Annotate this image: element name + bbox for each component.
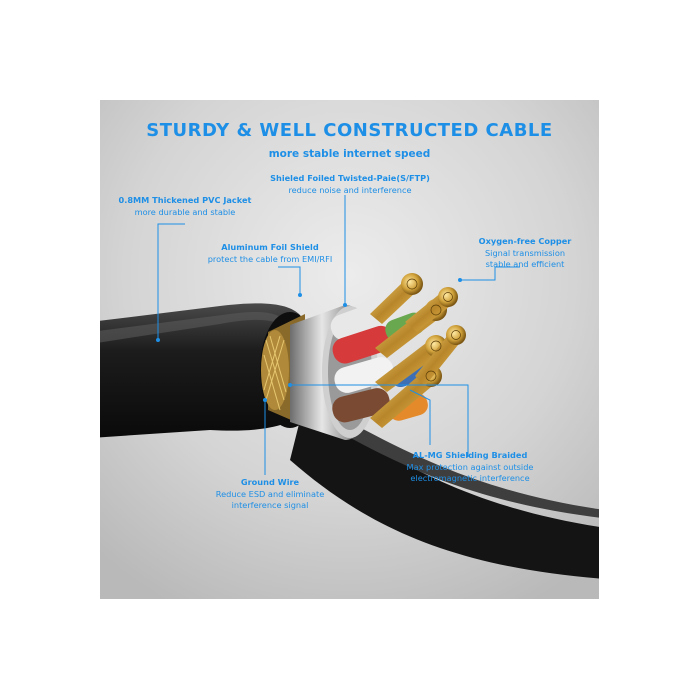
ground-wire-desc-line2: interference signal	[231, 500, 309, 510]
ground-wire-title: Ground Wire	[240, 477, 300, 487]
pvc-jacket-desc: more durable and stable	[134, 207, 236, 217]
copper-conductors	[370, 273, 466, 428]
foil-shield-title: Aluminum Foil Shield	[221, 242, 319, 252]
pvc-jacket-title: 0.8MM Thickened PVC Jacket	[118, 195, 252, 205]
braid-title: AL-MG Shielding Braided	[412, 450, 528, 460]
copper-desc-line2: stable and efficient	[485, 259, 565, 269]
ground-wire-desc-line1: Reduce ESD and eliminate	[215, 489, 325, 499]
infographic-card: STURDY & WELL CONSTRUCTED CABLE more sta…	[100, 100, 599, 599]
headline: STURDY & WELL CONSTRUCTED CABLE	[146, 120, 553, 141]
braid-desc-line1: Max protection against outside	[406, 462, 534, 472]
braid-desc-line2: electromagnetic interference	[410, 473, 530, 483]
subheadline: more stable internet speed	[268, 148, 431, 160]
foil-shield-desc: protect the cable from EMI/RFI	[207, 254, 333, 264]
copper-title: Oxygen-free Copper	[478, 236, 572, 246]
shielded-pair-title: Shieled Foiled Twisted-Paie(S/FTP)	[270, 173, 430, 183]
copper-desc-line1: Signal transmission	[484, 248, 566, 258]
shielded-pair-desc: reduce noise and interference	[288, 185, 412, 195]
